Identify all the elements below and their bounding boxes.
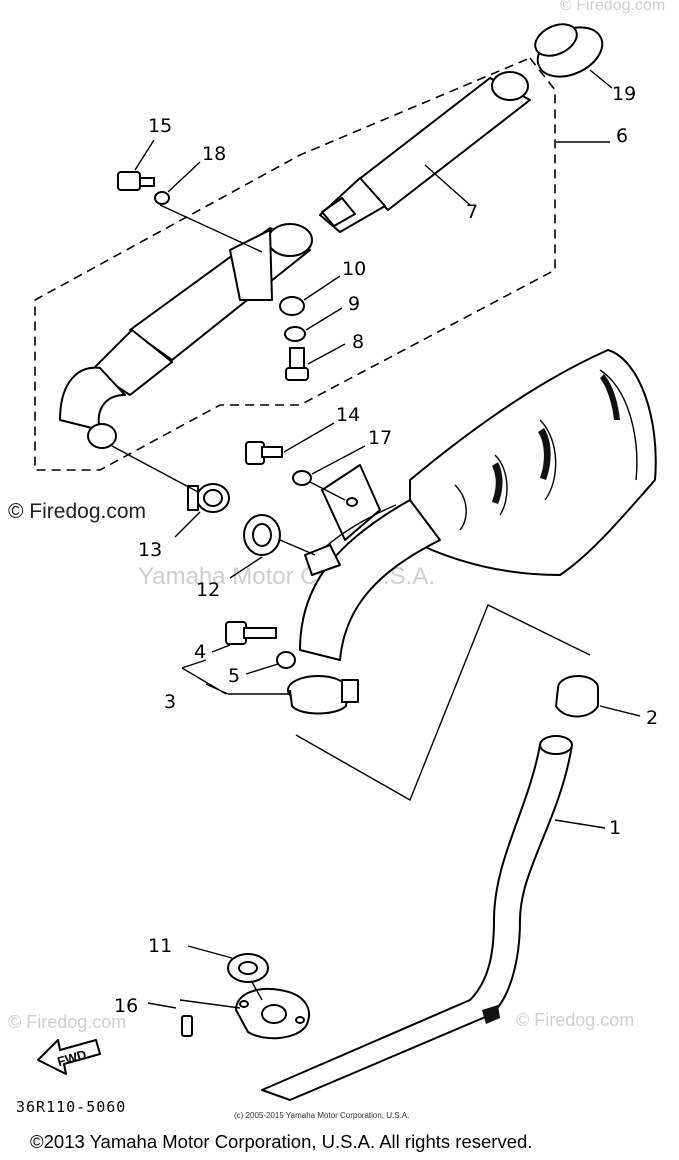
watermark-bottom-left: © Firedog.com [8,1012,126,1032]
callout-18: 18 [202,143,226,165]
leader-18 [167,161,201,193]
watermark-top-right: © Firedog.com [560,0,665,14]
leader-13 [174,511,201,538]
collar-9 [284,326,306,342]
muffler-bracket [321,464,381,541]
leader-1 [554,819,606,829]
forward-arrow-icon: FWD [37,1039,101,1075]
leader-10 [303,275,341,301]
leader-14 [283,422,335,453]
pipe-flange [235,988,310,1040]
callout-10: 10 [342,258,366,280]
callout-6: 6 [616,125,628,147]
leader-16 [147,1002,177,1009]
guide-15-18 [159,204,263,253]
leader-12 [229,556,263,579]
muffler-chamber [409,349,657,576]
guide-11 [251,981,263,1001]
silencer-tail-7 [319,71,531,233]
gasket-12 [243,514,281,556]
gasket-2 [555,675,599,718]
callout-12: 12 [196,579,220,601]
leader-9 [305,307,343,331]
guide-12 [279,539,316,556]
leader-17 [311,445,366,475]
callout-7: 7 [466,201,478,223]
guide-13 [111,445,199,493]
stud-bolt-16 [181,1015,193,1037]
guide-17 [309,481,346,501]
leader-8 [307,343,346,365]
silencer-body [59,223,313,449]
gasket-11 [227,953,269,983]
bolt-14 [245,441,283,465]
callout-4: 4 [194,641,206,663]
callout-9: 9 [348,293,360,315]
muffler-neck [299,499,441,661]
leader-15 [134,139,155,171]
callout-8: 8 [352,331,364,353]
bolt-8 [285,347,309,381]
bolt-4 [225,621,277,645]
callout-19: 19 [612,83,636,105]
callout-5: 5 [228,665,240,687]
callout-2: 2 [646,707,658,729]
small-copyright: (c) 2005-2015 Yamaha Motor Corporation, … [234,1111,409,1120]
watermark-left-brand: © Firedog.com [8,500,146,523]
leader-5 [245,663,279,675]
diagram-code: 36R110-5060 [16,1098,126,1116]
callout-16: 16 [114,995,138,1017]
washer-18 [154,191,170,205]
leader-11 [187,945,233,959]
leader-3 [181,659,290,695]
guide-joint [295,604,591,802]
tail-cap-19 [534,23,604,78]
exhaust-pipe-1 [261,735,573,1101]
leader-7 [424,164,471,206]
clamp-13 [187,483,230,513]
grommet-10 [279,296,305,316]
callout-13: 13 [138,539,162,561]
leader-19 [589,69,613,89]
watermark-bottom-right: © Firedog.com [516,1010,634,1030]
assembly-outline [34,57,556,471]
footer-copyright: ©2013 Yamaha Motor Corporation, U.S.A. A… [30,1131,532,1152]
callout-11: 11 [148,935,172,957]
callout-15: 15 [148,115,172,137]
leader-2 [599,705,641,717]
joint-clamp [287,675,359,715]
bolt-15 [117,171,155,191]
leader-4 [211,644,231,653]
callout-1: 1 [609,817,621,839]
guide-16 [179,999,241,1009]
callout-14: 14 [336,404,360,426]
callout-3: 3 [164,691,176,713]
washer-5 [276,651,296,669]
washer-17 [292,470,312,486]
callout-17: 17 [368,427,392,449]
